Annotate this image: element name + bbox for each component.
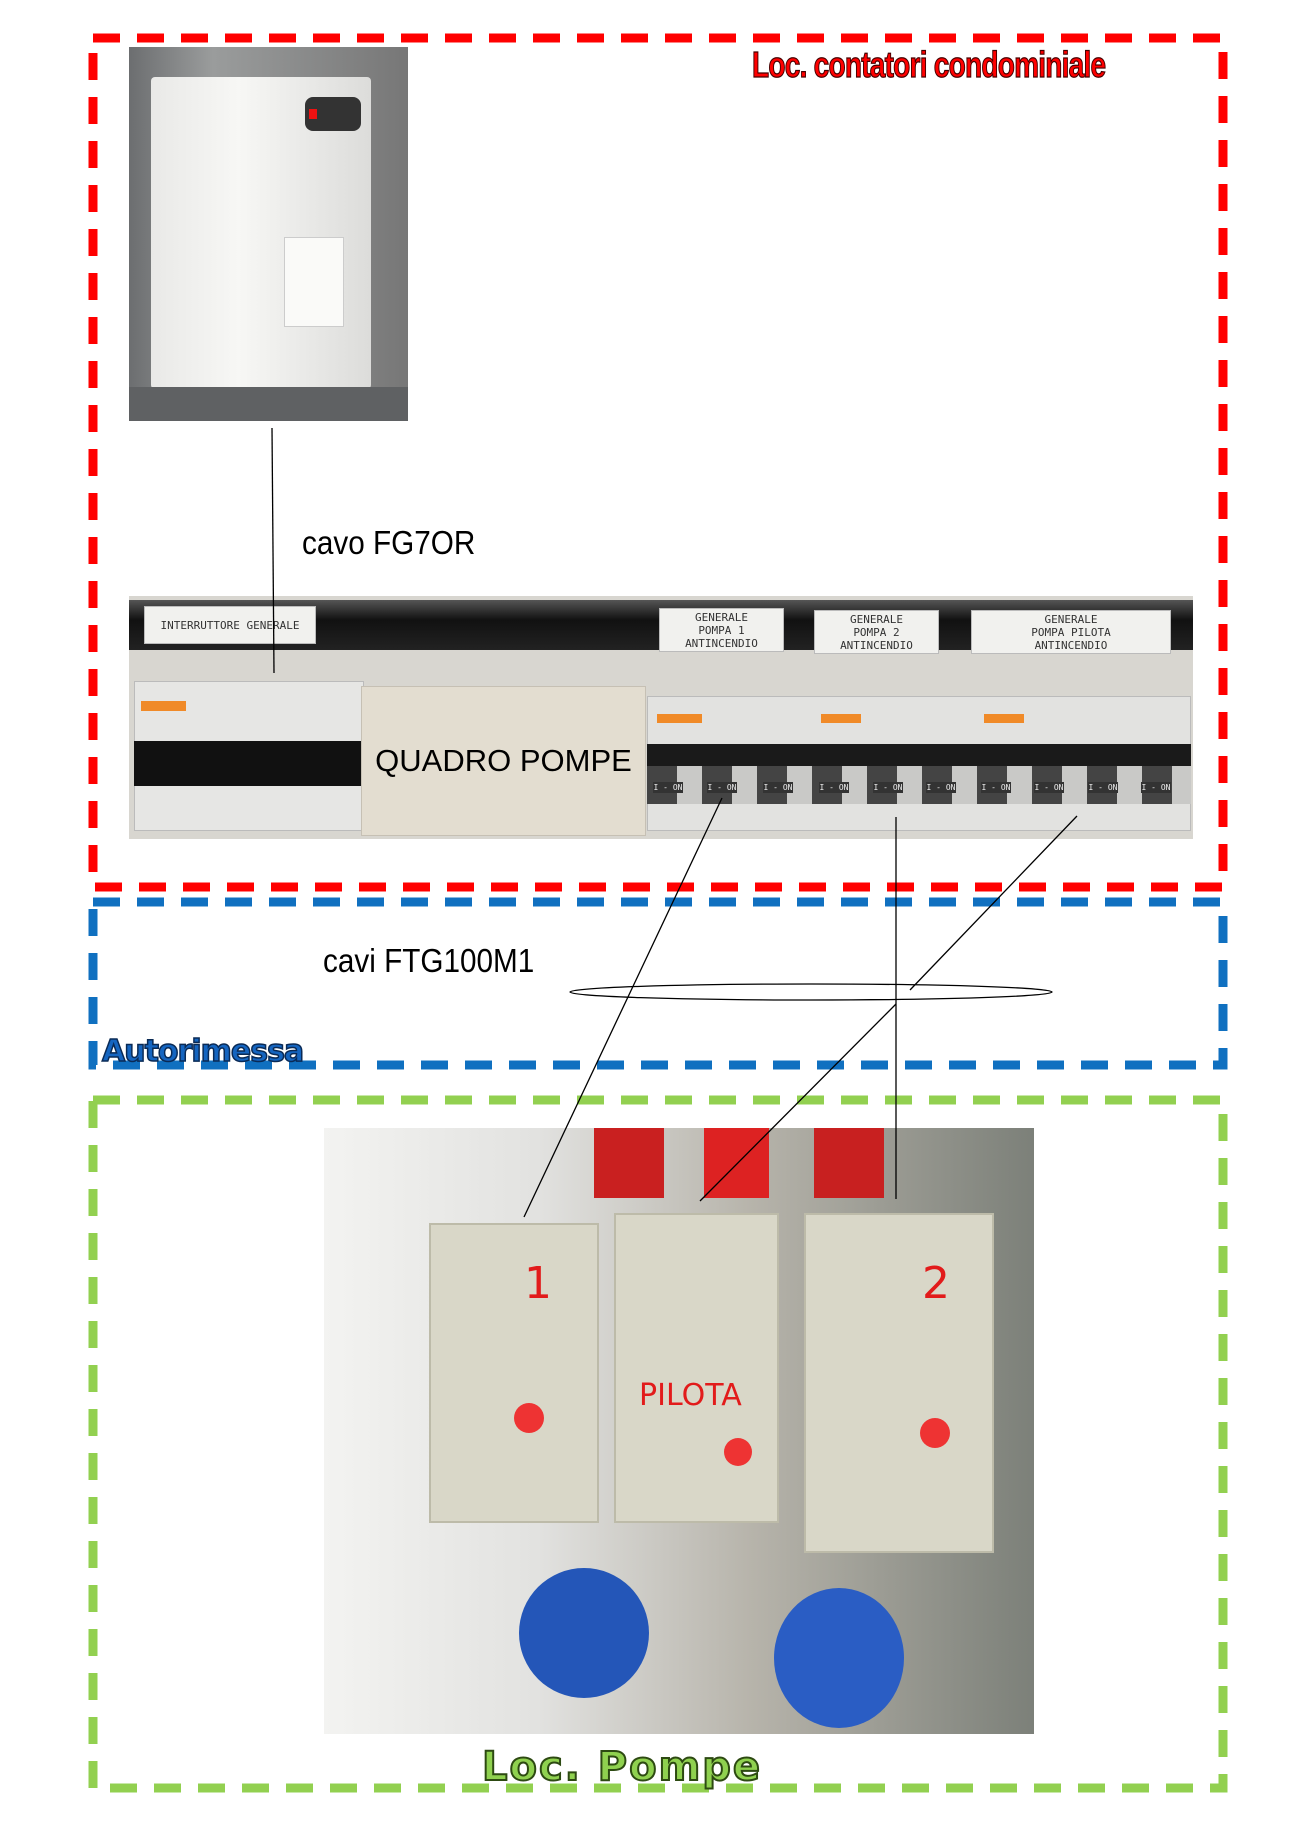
cable-label-ftg100m1: cavi FTG100M1 <box>323 942 535 979</box>
cabinet-pump-2 <box>804 1213 994 1553</box>
cable-meter-to-panel <box>271 427 275 674</box>
cabinet-label-1: 1 <box>524 1258 552 1309</box>
cable-to-pilot <box>909 815 1078 991</box>
zone-autorimessa-title: Autorimessa <box>101 1033 305 1070</box>
pump-room-photo: 1 PILOTA 2 <box>324 1128 1034 1734</box>
breaker-on-label: I - ON <box>981 782 1011 793</box>
cable-bundle-ellipse <box>569 983 1053 1001</box>
breaker-on-label: I - ON <box>926 782 956 793</box>
breaker-on-label: I - ON <box>763 782 793 793</box>
electricity-meter-photo <box>129 47 408 421</box>
cable-to-pilot-lower <box>699 1003 897 1202</box>
cable-to-pump-1 <box>523 797 723 1218</box>
panel-label-main: INTERRUTTORE GENERALE <box>144 606 316 644</box>
zone-autorimessa-border <box>88 897 1228 1070</box>
breaker-on-label: I - ON <box>1141 782 1171 793</box>
breaker-on-label: I - ON <box>1034 782 1064 793</box>
zone-contatori-title: Loc. contatori condominiale <box>752 43 1107 85</box>
cabinet-label-pilota: PILOTA <box>639 1378 742 1413</box>
breaker-on-label: I - ON <box>707 782 737 793</box>
cabinet-pilot <box>614 1213 779 1523</box>
cabinet-label-2: 2 <box>922 1258 950 1309</box>
cable-label-fg7or: cavo FG7OR <box>302 524 476 561</box>
cabinet-pump-1 <box>429 1223 599 1523</box>
breaker-on-label: I - ON <box>873 782 903 793</box>
zone-contatori-border <box>88 33 1228 892</box>
breaker-on-label: I - ON <box>1088 782 1118 793</box>
zone-pompe-title: Loc. Pompe <box>481 1743 763 1791</box>
breaker-on-label: I - ON <box>819 782 849 793</box>
zone-pompe-border <box>88 1095 1228 1793</box>
breaker-on-label: I - ON <box>653 782 683 793</box>
panel-overlay-label: QUADRO POMPE <box>361 686 646 836</box>
